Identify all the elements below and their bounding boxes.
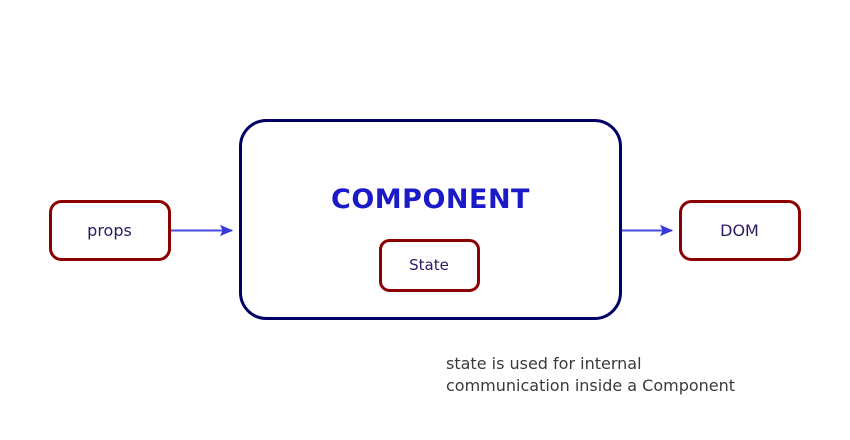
caption-line-1: state is used for internal [446, 354, 642, 373]
component-box-shape[interactable] [239, 119, 622, 320]
state-box-shape[interactable] [379, 239, 480, 292]
caption-text: state is used for internal communication… [446, 353, 806, 397]
dom-box-shape[interactable] [679, 200, 801, 261]
props-box-shape[interactable] [49, 200, 171, 261]
caption-line-2: communication inside a Component [446, 376, 736, 395]
